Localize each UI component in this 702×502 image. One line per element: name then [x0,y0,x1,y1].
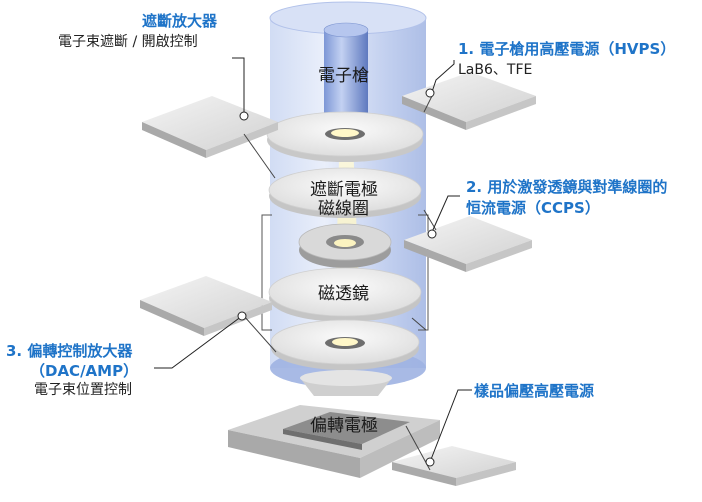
magnetic-coil-label: 磁線圈 [318,199,369,219]
sample-hv-plate [392,446,516,486]
ccps-title-line1: 2. 用於激發透鏡與對準線圈的 [466,178,668,196]
magnetic-lens-label: 磁透鏡 [318,284,369,304]
blanking-amp-title: 遮斷放大器 [142,12,218,30]
hvps-title: 1. 電子槍用高壓電源（HVPS） [458,40,676,58]
deflection-amp-title-line1: 3. 偏轉控制放大器 [6,342,133,360]
blanking-electrode-disk [268,167,422,218]
blanking-amp-desc: 電子束遮斷 / 開啟控制 [58,34,198,50]
blanking-electrode-label: 遮斷電極 [310,180,378,200]
sample-hv-title: 樣品偏壓高壓電源 [474,382,595,400]
callout-leaders [154,57,472,463]
column-nozzle [300,370,392,396]
lens-bracket-left [261,214,272,331]
ccps-plate [404,216,532,272]
hvps-desc: LaB6、TFE [458,62,533,78]
hvps-plate [402,72,536,130]
magnetic-coil-ring [298,223,392,268]
aperture-disk-1 [266,111,424,162]
lens-bracket-right [418,214,429,331]
aperture-disk-2 [270,319,420,370]
blanking-amp-plate [142,96,278,158]
deflection-amp-desc: 電子束位置控制 [34,382,132,398]
deflection-electrode-label: 偏轉電極 [310,416,378,436]
callout-markers [237,88,437,467]
electron-gun-label: 電子槍 [318,66,369,86]
deflection-amp-title-line2: （DAC/AMP） [30,362,139,380]
deflection-amp-plate [140,276,272,336]
ccps-title-line2: 恒流電源（CCPS） [466,199,600,217]
sample-stage-plate [228,405,440,478]
magnetic-lens-disk [268,267,422,322]
